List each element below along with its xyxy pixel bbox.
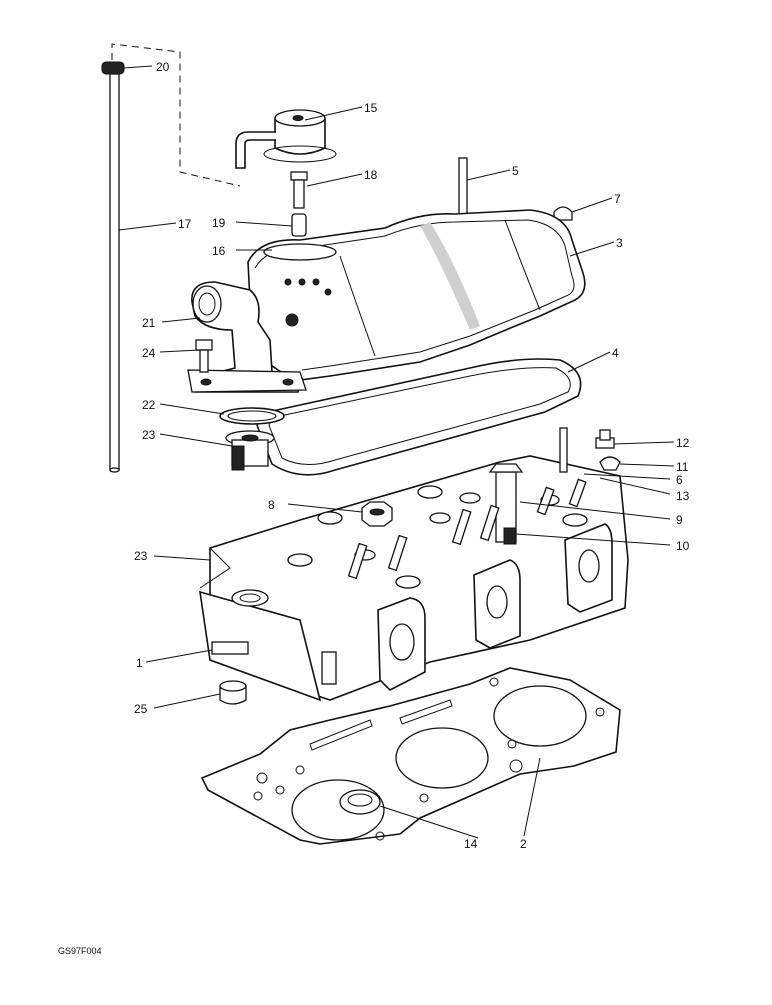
callout-4: 4 — [612, 346, 619, 360]
dipstick-tube — [109, 73, 120, 473]
callout-14: 14 — [464, 837, 478, 851]
callout-13: 13 — [676, 489, 690, 503]
callout-11: 11 — [676, 460, 689, 474]
leader-lines — [118, 65, 675, 839]
callout-24: 24 — [142, 346, 156, 360]
head-gasket — [200, 667, 621, 845]
callout-1: 1 — [136, 656, 143, 670]
callout-23-thermostat: 23 — [142, 428, 156, 442]
callout-23-head: 23 — [134, 549, 148, 563]
callout-labels: 20 15 18 5 7 17 19 16 3 21 24 4 22 23 12… — [134, 60, 690, 851]
cylinder-head — [199, 427, 629, 702]
callout-10: 10 — [676, 539, 690, 553]
callout-5: 5 — [512, 164, 519, 178]
callout-12: 12 — [676, 436, 690, 450]
callout-9: 9 — [676, 513, 683, 527]
callout-19: 19 — [212, 216, 226, 230]
callout-15: 15 — [364, 101, 378, 115]
bolt-24 — [195, 339, 213, 373]
thermostat-23 — [225, 430, 275, 471]
stud-5 — [458, 157, 468, 219]
callout-3: 3 — [616, 236, 623, 250]
callout-21: 21 — [142, 316, 156, 330]
breather-assembly — [235, 109, 337, 169]
callout-7: 7 — [614, 192, 621, 206]
plug-25 — [219, 680, 247, 705]
bolt-18 — [290, 171, 308, 209]
rocker-cover — [247, 209, 586, 381]
callout-16: 16 — [212, 244, 226, 258]
callout-20: 20 — [156, 60, 170, 74]
sealing-ring-22 — [219, 407, 285, 425]
dipstick-cap — [101, 61, 125, 75]
callout-25: 25 — [134, 702, 148, 716]
cap-nut-7 — [553, 206, 573, 221]
callout-22: 22 — [142, 398, 156, 412]
plug-12 — [595, 429, 615, 449]
thermostat-housing — [187, 281, 307, 393]
callout-8: 8 — [268, 498, 275, 512]
figure-code: GS97F004 — [58, 946, 102, 956]
spacer-19 — [291, 213, 307, 237]
callout-17: 17 — [178, 217, 192, 231]
callout-6: 6 — [676, 473, 683, 487]
callout-2: 2 — [520, 837, 527, 851]
callout-18: 18 — [364, 168, 378, 182]
breather-dashed-link — [111, 43, 241, 187]
